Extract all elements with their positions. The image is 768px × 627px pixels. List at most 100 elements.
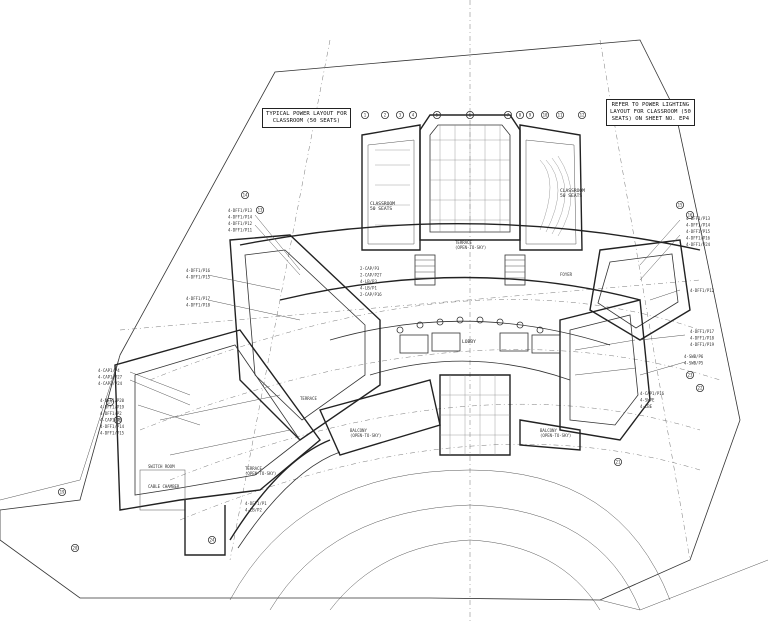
- grid-bubble-label: 7: [507, 112, 510, 117]
- corridor-inner-3: [369, 360, 571, 381]
- circuit-label: 4-DFF1/P15: [100, 431, 125, 436]
- grid-bubble-label: 21: [616, 459, 621, 464]
- grid-bubble: [408, 111, 417, 120]
- circuit-label: 4-DFF1/P18: [186, 303, 211, 308]
- grid-bubble-label: 4: [412, 112, 415, 117]
- circuit-label: 4-DFF1/P17: [186, 296, 211, 301]
- arc-line: [149, 299, 701, 381]
- circuit-label: 4-DFF1/P1: [245, 501, 267, 506]
- corridor-inner-2: [329, 320, 611, 346]
- grid-bubble-label: 3: [399, 112, 402, 117]
- grid-bubble-label: 10: [543, 112, 548, 117]
- grid-bubble: [614, 457, 623, 466]
- circuit-label: 4-DFF1/P24: [686, 242, 711, 247]
- leader-lines: [129, 214, 686, 426]
- note-typical-power-layout: TYPICAL POWER LAYOUT FOR CLASSROOM (50 S…: [262, 108, 351, 128]
- circuit-label: 4-CAP1/P24: [98, 381, 123, 386]
- grid-bubble: [240, 190, 249, 199]
- grid-bubble-label: 18: [116, 417, 121, 422]
- circuit-label: 2-CAP/P3: [360, 266, 380, 271]
- axis-c: [119, 279, 701, 331]
- circuit-label: 4-DFF1/P19: [100, 405, 125, 410]
- room-terrace-top: TERRACE(OPEN-TO-SKY): [455, 240, 486, 250]
- grid-bubble-label: 12: [580, 112, 585, 117]
- lower-atrium: [439, 374, 511, 456]
- grid-bubble: [526, 111, 535, 120]
- circuit-label: 4-DFF1/P16: [686, 236, 711, 241]
- grid-bubble: [207, 536, 216, 545]
- circuit-label: 4-SWB/P5: [684, 361, 704, 366]
- circuit-label: 4-DFF1/P15: [686, 229, 711, 234]
- grid-bubble: [578, 111, 587, 120]
- classroom-left-block: [361, 124, 421, 251]
- grid-bubble-label: 15: [678, 202, 683, 207]
- room-cable-chamber: CABLE CHAMBER: [148, 484, 180, 489]
- grid-bubble: [395, 111, 404, 120]
- grid-bubble-label: 8: [519, 112, 522, 117]
- grid-bubble: [360, 111, 369, 120]
- grid-bubble: [255, 205, 264, 214]
- grid-bubble-label: 14: [243, 192, 248, 197]
- circuit-label: 4-DFF1/P13: [686, 216, 711, 221]
- grid-bubble-label: 20: [73, 545, 78, 550]
- right-wing: [519, 239, 691, 451]
- grid-bubble: [380, 111, 389, 120]
- grid-bubble: [71, 544, 80, 553]
- grid-bubble: [541, 111, 550, 120]
- room-balcony-right: BALCONY(OPEN-TO-SKY): [540, 428, 571, 438]
- classroom-right-block: [519, 124, 583, 251]
- circuit-label: 2-CAP/P16: [360, 292, 382, 297]
- room-terrace-mid: TERRACE: [300, 396, 317, 401]
- grid-bubble: [58, 487, 67, 496]
- balcony-left-outline: [319, 379, 441, 456]
- grid-bubble: [465, 111, 474, 120]
- grid-bubble-label: 16: [688, 212, 693, 217]
- room-balcony-left: BALCONY(OPEN-TO-SKY): [350, 428, 381, 438]
- grid-bubble-label: 17: [108, 399, 113, 404]
- road-arc: [229, 469, 671, 601]
- grid-bubble: [676, 200, 685, 209]
- grid-bubble-label: 6: [469, 112, 472, 117]
- room-lobby: LOBBY: [462, 339, 476, 345]
- stair-right: [504, 254, 526, 286]
- circuit-label: 4-DFF1/P13: [228, 208, 253, 213]
- room-foyer: FOYER: [560, 272, 573, 277]
- grid-bubble-label: 2: [384, 112, 387, 117]
- grid-bubble: [556, 111, 565, 120]
- circuit-label: 4-DFF1/P14: [686, 223, 711, 228]
- grid-bubble-label: 24: [210, 537, 215, 542]
- circuit-label: 4-DFF1/P17: [690, 329, 715, 334]
- grid-bubble-label: 9: [529, 112, 532, 117]
- column-row: [396, 316, 544, 334]
- circuit-label: 4-DFF1/P14: [228, 215, 253, 220]
- grid-bubble: [114, 415, 123, 424]
- corridor-outer: [239, 223, 701, 251]
- circuit-label: 4-DFF1/P14: [100, 424, 125, 429]
- circuit-label: 4-CAP1/P4: [98, 368, 120, 373]
- grid-bubble: [106, 397, 115, 406]
- circuit-label: 4-DFF1/P11: [228, 228, 253, 233]
- grid-bubble-label: 1: [364, 112, 367, 117]
- arc-line: [169, 403, 701, 481]
- note-refer-power-lighting: REFER TO POWER LIGHTING LAYOUT FOR CLASS…: [606, 99, 695, 126]
- room-terrace-left: TERRACE(OPEN-TO-SKY): [245, 466, 276, 476]
- circuit-group-center-low: 4-DFF1/P1 4-LB/P2: [245, 501, 267, 513]
- circuit-label: 4-SWPE: [640, 398, 655, 403]
- circuit-label: 4-LB/P2: [245, 508, 262, 513]
- circuit-label: 4-DFF1/P15: [186, 275, 211, 280]
- grid-bubble: [696, 383, 705, 392]
- grid-bubble-label: 13: [258, 207, 263, 212]
- circuit-label: 4-LB/P1: [360, 286, 377, 291]
- circuit-label: 4-LB/P3: [360, 279, 377, 284]
- circuit-label: 2-CAP/P27: [360, 273, 382, 278]
- grid-bubble: [516, 111, 525, 120]
